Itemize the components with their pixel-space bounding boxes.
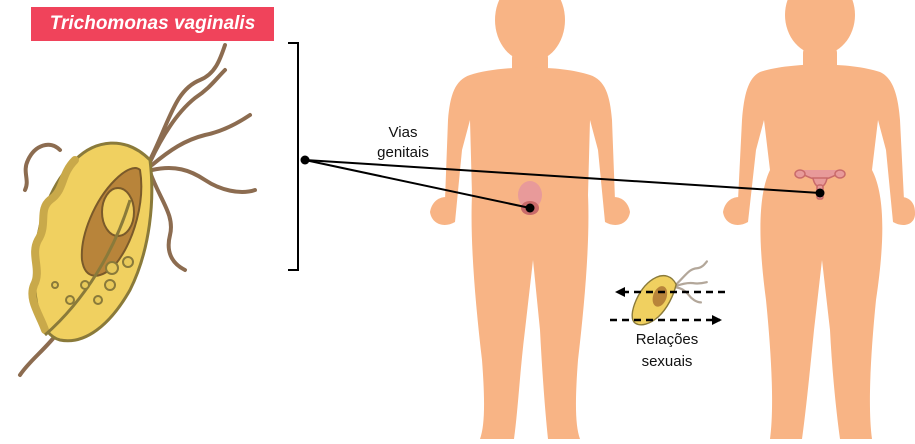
connector-origin-dot [301,156,310,165]
male-target-dot [526,204,535,213]
trichomonas-parasite-illustration [20,45,255,375]
organism-title: Trichomonas vaginalis [31,7,274,41]
female-target-dot [816,189,825,198]
female-body-silhouette [723,0,915,439]
male-body-silhouette [430,0,630,439]
route-label-line1: Vias [373,123,433,143]
transmission-label-line1: Relações [622,330,712,350]
bracket-line [288,43,298,270]
route-label-line2: genitais [363,143,443,163]
transmission-label-line2: sexuais [622,352,712,372]
